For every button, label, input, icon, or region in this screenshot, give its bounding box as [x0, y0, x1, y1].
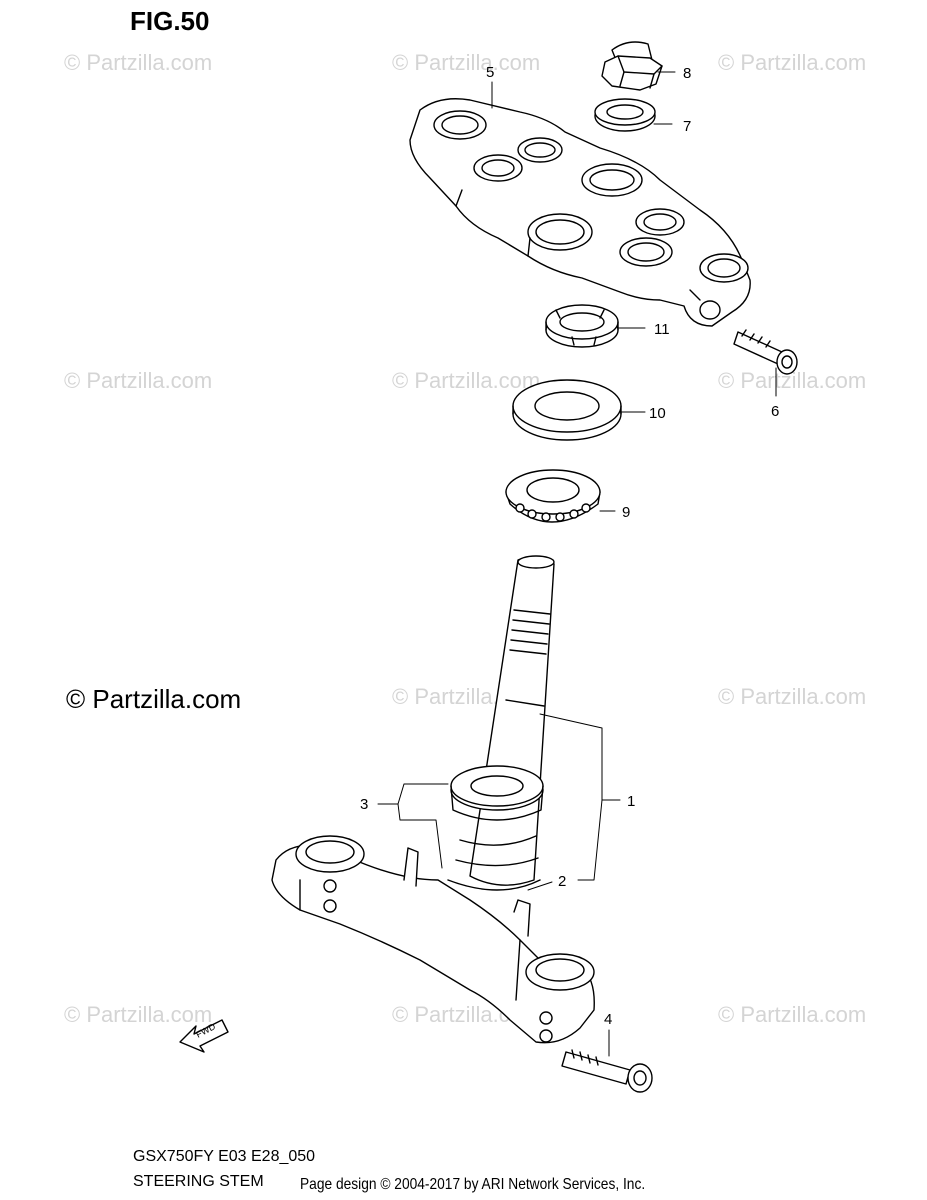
- part-7-washer[interactable]: [594, 98, 656, 132]
- part-6-bolt[interactable]: [733, 329, 798, 375]
- watermark: © Partzilla.com: [718, 684, 867, 709]
- watermark: © Partzilla.com: [718, 50, 867, 75]
- watermark: © Partzilla.com: [64, 50, 213, 75]
- watermark: © Partzilla.com: [392, 368, 541, 393]
- callout-11: 11: [654, 321, 670, 338]
- part-10-dust-seal[interactable]: [512, 379, 622, 441]
- callout-9: 9: [622, 504, 630, 521]
- callout-1: 1: [627, 793, 635, 810]
- callout-10: 10: [649, 405, 666, 422]
- callout-8: 8: [683, 65, 691, 82]
- copyright-notice: © Partzilla.com: [66, 684, 242, 714]
- model-code: GSX750FY E03 E28_050: [133, 1148, 316, 1165]
- part-8-cap-nut[interactable]: [601, 41, 663, 91]
- figure-title: FIG.50: [130, 6, 210, 36]
- page-design-credit: Page design © 2004-2017 by ARI Network S…: [300, 1176, 646, 1193]
- callout-5: 5: [486, 64, 494, 81]
- fwd-arrow-icon: FWD: [179, 1019, 229, 1053]
- watermark: © Partzilla.com: [392, 50, 541, 75]
- part-4-bolt[interactable]: [561, 1049, 653, 1093]
- part-1-steering-stem[interactable]: [271, 555, 595, 1044]
- leader-lines: [377, 71, 777, 1057]
- callout-6: 6: [771, 403, 779, 420]
- callout-4: 4: [604, 1011, 612, 1028]
- part-9-bearing[interactable]: [505, 469, 601, 523]
- part-5-upper-bracket[interactable]: [409, 98, 751, 327]
- watermark: © Partzilla.com: [64, 368, 213, 393]
- callout-3: 3: [360, 796, 368, 813]
- watermark: © Partzilla.com: [718, 1002, 867, 1027]
- callout-2: 2: [558, 873, 566, 890]
- callouts: 5 8 7 11 6 10 9 3 1 2 4: [360, 64, 779, 1028]
- watermark: © Partzilla.com: [64, 1002, 213, 1027]
- callout-7: 7: [683, 118, 691, 135]
- part-11-steering-nut[interactable]: [545, 304, 619, 348]
- section-name: STEERING STEM: [133, 1173, 264, 1190]
